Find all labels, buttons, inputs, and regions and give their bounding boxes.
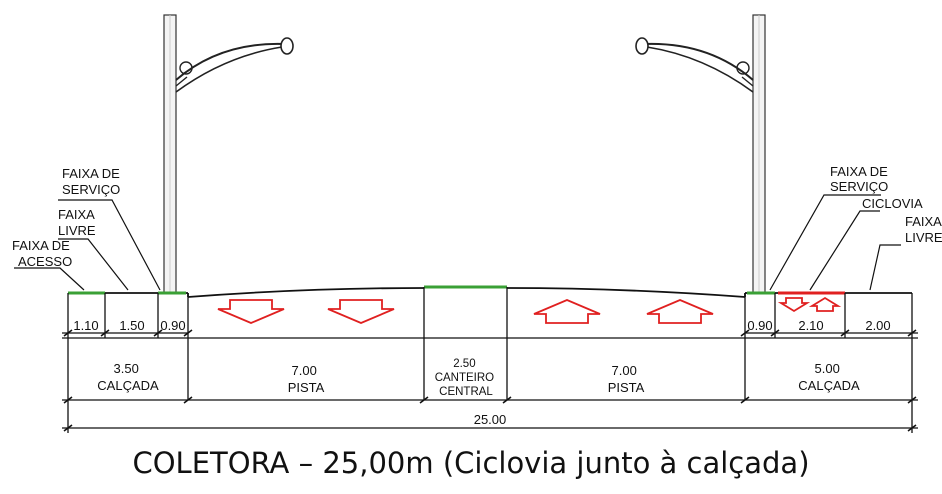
dim-faixa-acesso-left: 1.10: [73, 318, 98, 333]
dimension-lines: [62, 332, 918, 429]
down-arrow-icon: [327, 299, 395, 324]
dim-faixa-livre-left: 1.50: [119, 318, 144, 333]
dim-faixa-livre-right: 2.00: [865, 318, 890, 333]
faixa-servico-right-label: FAIXA DE SERVIÇO: [830, 164, 891, 194]
traffic-arrows: [217, 296, 842, 324]
right-lamp: [635, 37, 649, 55]
faixa-livre-left-label: FAIXA LIVRE: [58, 207, 98, 238]
up-arrow-icon: [533, 299, 601, 324]
dim-faixa-servico-right: 0.90: [747, 318, 772, 333]
dim-pista-right: 7.00 PISTA: [608, 363, 645, 395]
dim-ciclovia: 2.10: [798, 318, 823, 333]
dim-calcada-right: 5.00 CALÇADA: [798, 361, 860, 393]
green-strips: [68, 285, 775, 295]
bike-down-arrow-icon: [777, 297, 811, 313]
bike-up-arrow-icon: [808, 296, 842, 312]
faixa-servico-left-label: FAIXA DE SERVIÇO: [62, 166, 123, 197]
faixa-acesso-label: FAIXA DE ACESSO: [12, 238, 73, 269]
left-lamp: [280, 37, 294, 55]
leader-lines: [14, 194, 901, 291]
faixa-livre-right-label: FAIXA LIVRE: [905, 214, 942, 245]
dim-total-width: 25.00: [474, 412, 507, 427]
down-arrow-icon: [217, 299, 285, 324]
up-arrow-icon: [646, 299, 714, 324]
dim-canteiro-central: 2.50 CANTEIRO CENTRAL: [435, 358, 498, 398]
dim-pista-left: 7.00 PISTA: [288, 363, 325, 395]
section-lines: [67, 287, 913, 433]
diagram-caption: COLETORA – 25,00m (Ciclovia junto à calç…: [132, 446, 810, 480]
dim-calcada-left: 3.50 CALÇADA: [97, 361, 159, 393]
left-light-pole: [163, 14, 294, 294]
dimension-ticks: [63, 329, 917, 432]
ciclovia-label: CICLOVIA: [862, 196, 923, 211]
right-light-pole: [635, 14, 766, 294]
dim-faixa-servico-left: 0.90: [160, 318, 185, 333]
